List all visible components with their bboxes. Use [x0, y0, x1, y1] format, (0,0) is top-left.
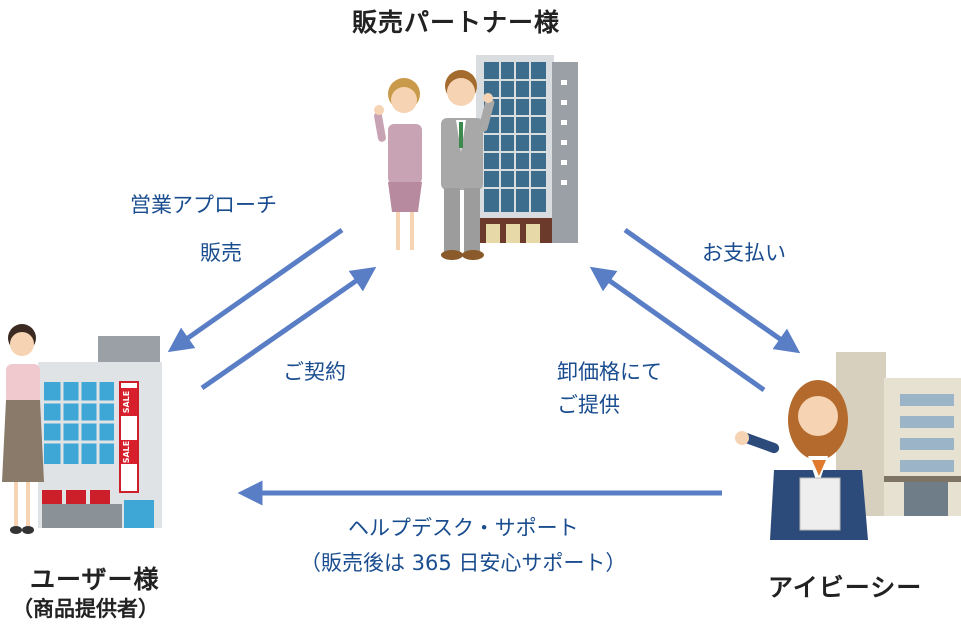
provide-label: ご提供	[557, 393, 620, 417]
partner-man-figure	[441, 70, 495, 260]
helpdesk-label: ヘルプデスク・サポート	[348, 516, 579, 540]
arrow-partner-to-ibc	[623, 227, 801, 354]
contract-label: ご契約	[283, 360, 346, 384]
user-clerk-figure	[2, 324, 44, 534]
arrow-user-to-partner	[200, 266, 377, 391]
arrow-partner-to-user	[167, 227, 344, 353]
ibc-staff-figure	[735, 380, 868, 540]
sale-sign-text-1: SALE	[122, 391, 131, 414]
sales-label: 販売	[200, 241, 242, 265]
sale-sign: SALE SALE	[121, 388, 137, 464]
wholesale-label: 卸価格にて	[557, 360, 662, 384]
arrow-ibc-to-partner	[589, 266, 766, 393]
sales-approach-label: 営業アプローチ	[130, 193, 277, 217]
ibc-title: アイビーシー	[768, 573, 923, 602]
user-subtitle: （商品提供者）	[12, 597, 159, 621]
user-store-building: SALE SALE	[38, 336, 162, 528]
user-title: ユーザー様	[30, 565, 160, 594]
sale-sign-text-2: SALE	[122, 441, 131, 464]
helpdesk-sub-label: （販売後は 365 日安心サポート）	[300, 551, 627, 575]
partner-woman-figure	[374, 78, 422, 250]
partner-building	[476, 55, 578, 243]
partner-title: 販売パートナー様	[352, 8, 561, 37]
payment-label: お支払い	[702, 241, 786, 265]
